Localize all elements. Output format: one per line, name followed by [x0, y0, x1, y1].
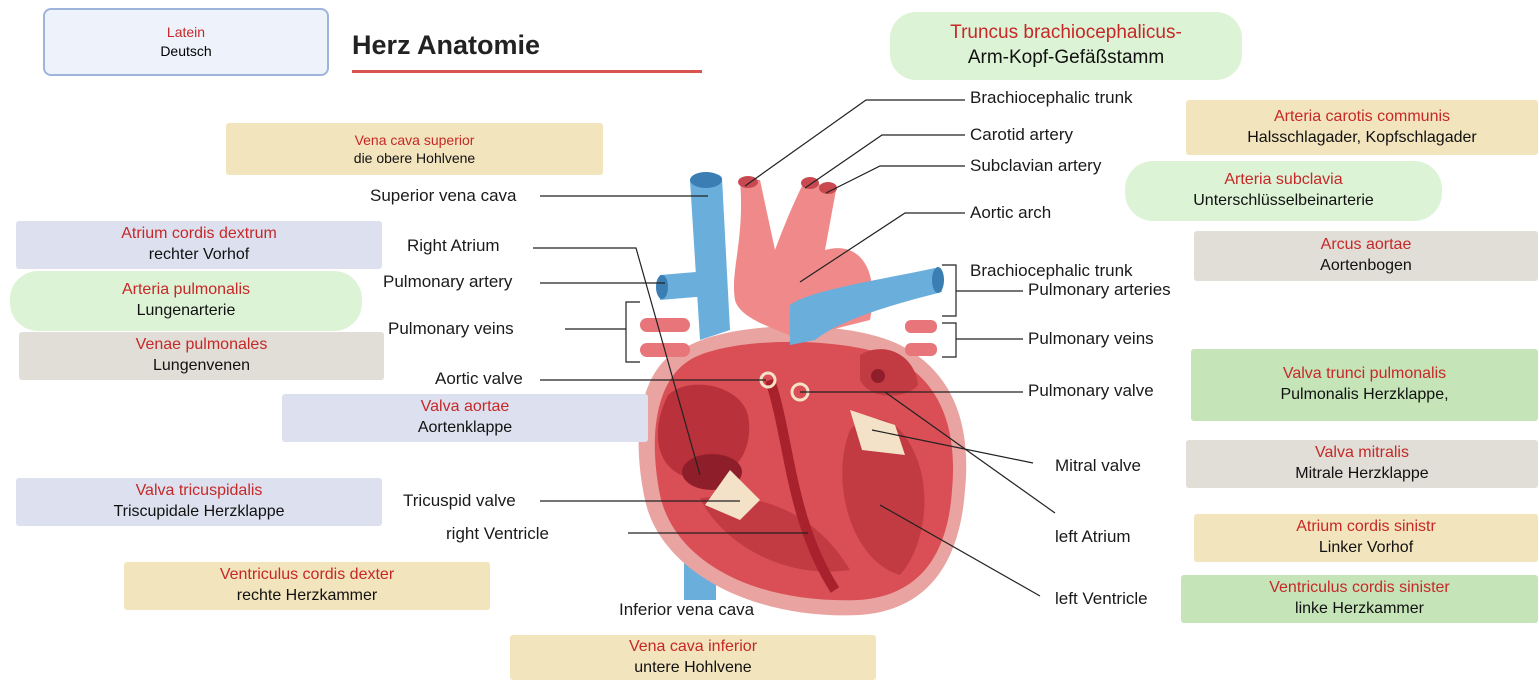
label-right-ventricle: right Ventricle — [446, 524, 549, 544]
label-superior-vena-cava: Superior vena cava — [370, 186, 516, 206]
label-brachiocephalic-trunk-mid: Brachiocephalic trunk — [970, 261, 1133, 281]
box-valva-mitralis: Valva mitralis Mitrale Herzklappe — [1186, 440, 1538, 488]
box-latin: Venae pulmonales — [136, 335, 268, 356]
box-latin: Arteria pulmonalis — [122, 280, 250, 301]
label-tricuspid-valve: Tricuspid valve — [403, 491, 516, 511]
box-latin: Vena cava inferior — [629, 637, 757, 658]
label-aortic-arch: Aortic arch — [970, 203, 1051, 223]
label-left-ventricle: left Ventricle — [1055, 589, 1148, 609]
box-latin: Valva aortae — [421, 397, 510, 418]
box-german: Lungenarterie — [137, 301, 236, 322]
box-latin: Ventriculus cordis dexter — [220, 565, 394, 586]
box-truncus-brachiocephalicus: Truncus brachiocephalicus- Arm-Kopf-Gefä… — [890, 12, 1242, 80]
box-german: die obere Hohlvene — [354, 149, 475, 167]
box-latin: Valva tricuspidalis — [136, 481, 263, 502]
box-german: Mitrale Herzklappe — [1295, 464, 1428, 485]
box-german: Halsschlagader, Kopfschlagader — [1247, 128, 1476, 149]
box-german: rechter Vorhof — [149, 245, 250, 266]
box-latin: Truncus brachiocephalicus- — [950, 21, 1182, 46]
box-german: Pulmonalis Herzklappe, — [1280, 385, 1448, 406]
label-subclavian-artery: Subclavian artery — [970, 156, 1101, 176]
label-pulmonary-valve: Pulmonary valve — [1028, 381, 1154, 401]
box-arteria-pulmonalis: Arteria pulmonalis Lungenarterie — [10, 271, 362, 331]
label-right-atrium: Right Atrium — [407, 236, 500, 256]
box-arteria-carotis: Arteria carotis communis Halsschlagader,… — [1186, 100, 1538, 155]
box-latin: Ventriculus cordis sinister — [1269, 578, 1450, 599]
label-carotid-artery: Carotid artery — [970, 125, 1073, 145]
box-vena-cava-superior: Vena cava superior die obere Hohlvene — [226, 123, 603, 175]
box-german: Lungenvenen — [153, 356, 250, 377]
label-aortic-valve: Aortic valve — [435, 369, 523, 389]
box-latin: Valva mitralis — [1315, 443, 1409, 464]
pulmonary-vein-left-1 — [640, 318, 690, 332]
box-venae-pulmonales: Venae pulmonales Lungenvenen — [19, 332, 384, 380]
box-latin: Atrium cordis sinistr — [1296, 517, 1436, 538]
label-brachiocephalic-trunk-top: Brachiocephalic trunk — [970, 88, 1133, 108]
label-left-atrium: left Atrium — [1055, 527, 1131, 547]
box-valva-trunci-pulmonalis: Valva trunci pulmonalis Pulmonalis Herzk… — [1191, 349, 1538, 421]
box-latin: Atrium cordis dextrum — [121, 224, 277, 245]
box-german: Triscupidale Herzklappe — [113, 502, 284, 523]
box-atrium-cordis-dextrum: Atrium cordis dextrum rechter Vorhof — [16, 221, 382, 269]
box-latin: Vena cava superior — [355, 131, 475, 149]
label-pulmonary-veins-left: Pulmonary veins — [388, 319, 514, 339]
box-valva-aortae: Valva aortae Aortenklappe — [282, 394, 648, 442]
label-pulmonary-arteries: Pulmonary arteries — [1028, 280, 1171, 300]
box-ventriculus-sinister: Ventriculus cordis sinister linke Herzka… — [1181, 575, 1538, 623]
label-inferior-vena-cava: Inferior vena cava — [619, 600, 754, 620]
superior-vena-cava-vessel — [690, 174, 730, 340]
box-arteria-subclavia: Arteria subclavia Unterschlüsselbeinarte… — [1125, 161, 1442, 221]
pulmonary-vein-right-2 — [905, 343, 937, 356]
box-ventriculus-dexter: Ventriculus cordis dexter rechte Herzkam… — [124, 562, 490, 610]
box-german: Unterschlüsselbeinarterie — [1193, 191, 1374, 212]
box-vena-cava-inferior: Vena cava inferior untere Hohlvene — [510, 635, 876, 680]
box-german: rechte Herzkammer — [237, 586, 377, 607]
box-german: Aortenbogen — [1320, 256, 1412, 277]
box-latin: Arcus aortae — [1321, 235, 1412, 256]
pulmonary-artery-left — [660, 270, 720, 300]
box-german: Arm-Kopf-Gefäßstamm — [968, 46, 1164, 71]
box-valva-tricuspidalis: Valva tricuspidalis Triscupidale Herzkla… — [16, 478, 382, 526]
label-pulmonary-artery: Pulmonary artery — [383, 272, 512, 292]
label-pulmonary-veins-right: Pulmonary veins — [1028, 329, 1154, 349]
pulmonary-vein-right-1 — [905, 320, 937, 333]
box-latin: Valva trunci pulmonalis — [1283, 364, 1446, 385]
box-german: untere Hohlvene — [634, 658, 751, 679]
box-latin: Arteria subclavia — [1224, 170, 1342, 191]
label-mitral-valve: Mitral valve — [1055, 456, 1141, 476]
box-latin: Arteria carotis communis — [1274, 107, 1450, 128]
box-german: linke Herzkammer — [1295, 599, 1424, 620]
box-atrium-cordis-sinistr: Atrium cordis sinistr Linker Vorhof — [1194, 514, 1538, 562]
box-german: Linker Vorhof — [1319, 538, 1413, 559]
box-german: Aortenklappe — [418, 418, 512, 439]
box-arcus-aortae: Arcus aortae Aortenbogen — [1194, 231, 1538, 281]
